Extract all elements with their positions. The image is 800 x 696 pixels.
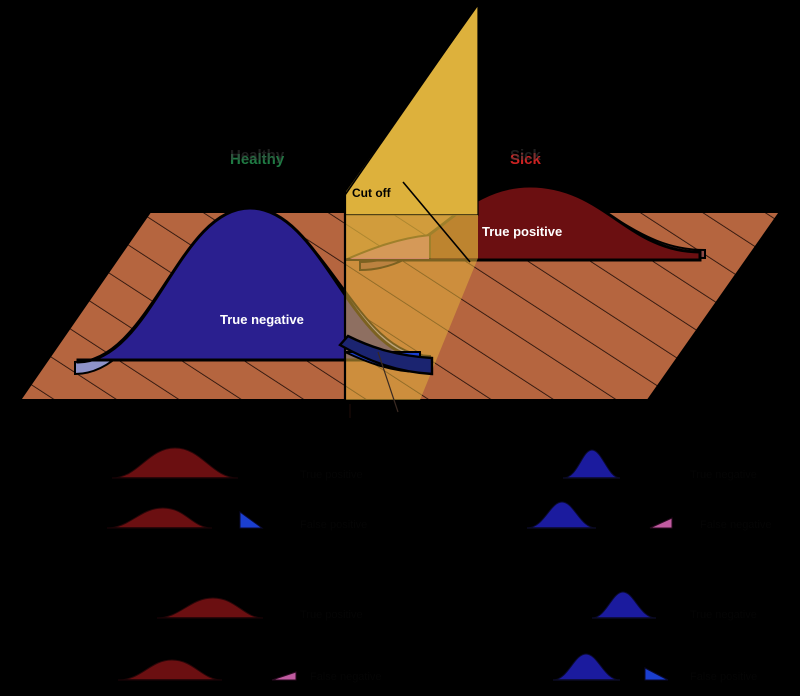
bottom-panel-1-right-tail <box>649 517 673 529</box>
caption-false-positive-2: False positive <box>690 671 757 683</box>
bottom-panel-1-right <box>526 501 673 529</box>
bottom-panel-3-left-tail <box>271 671 297 681</box>
caption-true-positive: True positive <box>300 469 363 481</box>
bottom-panel-1-left <box>106 507 264 529</box>
false-positive-region <box>338 334 434 376</box>
sick-label: Sick <box>510 151 542 168</box>
cutoff-hypotenuse <box>344 7 476 196</box>
caption-false-positive: False positive <box>300 519 367 531</box>
bottom-hidden-captions: True positive True negative False positi… <box>300 469 772 683</box>
bottom-panel-3-left <box>117 659 297 681</box>
healthy-label-shadow: Healthy <box>230 147 285 164</box>
bottom-panel-1-left-tail <box>239 511 264 529</box>
bottom-panel-0-right <box>562 449 621 479</box>
sick-label-shadow: Sick <box>510 147 542 164</box>
bottom-panel-3-right <box>552 653 669 681</box>
bottom-panel-2-left <box>156 597 264 619</box>
cutoff-construction-line <box>402 181 471 263</box>
caption-true-negative: True negative <box>690 469 757 481</box>
caption-true-negative-2: True negative <box>690 609 757 621</box>
caption-false-negative: False negative <box>700 519 772 531</box>
true-positive-label: True positive <box>482 224 562 239</box>
cut-off-label: Cut off <box>352 186 392 200</box>
bottom-panel-2-right <box>591 591 657 619</box>
caption-true-positive-2: True positive <box>300 609 363 621</box>
bottom-panel-3-right-tail <box>644 667 669 681</box>
true-negative-label: True negative <box>220 312 304 327</box>
healthy-label: Healthy <box>230 151 285 168</box>
fp-leader-line <box>377 351 399 413</box>
bottom-panel-0-left <box>111 447 239 479</box>
caption-false-negative-2: False negative <box>310 671 382 683</box>
